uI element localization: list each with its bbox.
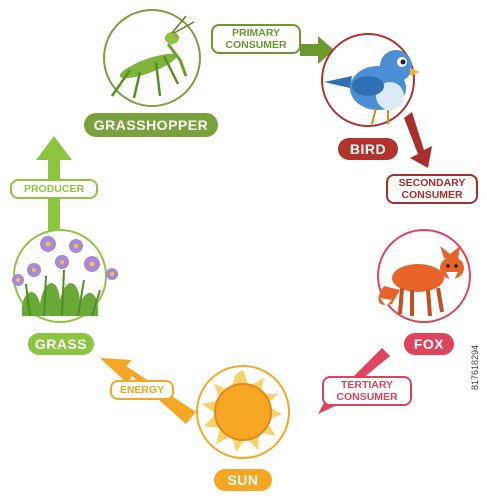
sun-icon bbox=[202, 370, 282, 452]
grass-icon bbox=[12, 236, 118, 317]
primary-arrow bbox=[300, 36, 334, 64]
bird-icon bbox=[324, 50, 420, 125]
secondary-arrow bbox=[404, 112, 432, 168]
bird-label: BIRD bbox=[338, 138, 398, 160]
energy-arrow bbox=[100, 358, 196, 424]
energy-tag: ENERGY bbox=[110, 380, 174, 400]
fox-node bbox=[377, 229, 471, 323]
stock-id-text: 817618294 bbox=[470, 344, 480, 390]
fox-label: FOX bbox=[404, 333, 454, 355]
sun-node bbox=[196, 365, 290, 459]
secondary-consumer-tag: SECONDARY CONSUMER bbox=[386, 174, 478, 204]
grasshopper-label: GRASSHOPPER bbox=[84, 113, 218, 137]
grasshopper-node bbox=[103, 9, 201, 107]
grass-label: GRASS bbox=[28, 333, 94, 355]
sun-label: SUN bbox=[214, 469, 272, 491]
primary-consumer-tag: PRIMARY CONSUMER bbox=[211, 24, 301, 54]
producer-tag: PRODUCER bbox=[10, 179, 98, 199]
tertiary-consumer-tag: TERTIARY CONSUMER bbox=[322, 376, 412, 406]
grass-node bbox=[12, 229, 118, 323]
bird-node bbox=[321, 33, 420, 127]
fox-icon bbox=[378, 246, 464, 317]
grasshopper-icon bbox=[110, 15, 195, 99]
